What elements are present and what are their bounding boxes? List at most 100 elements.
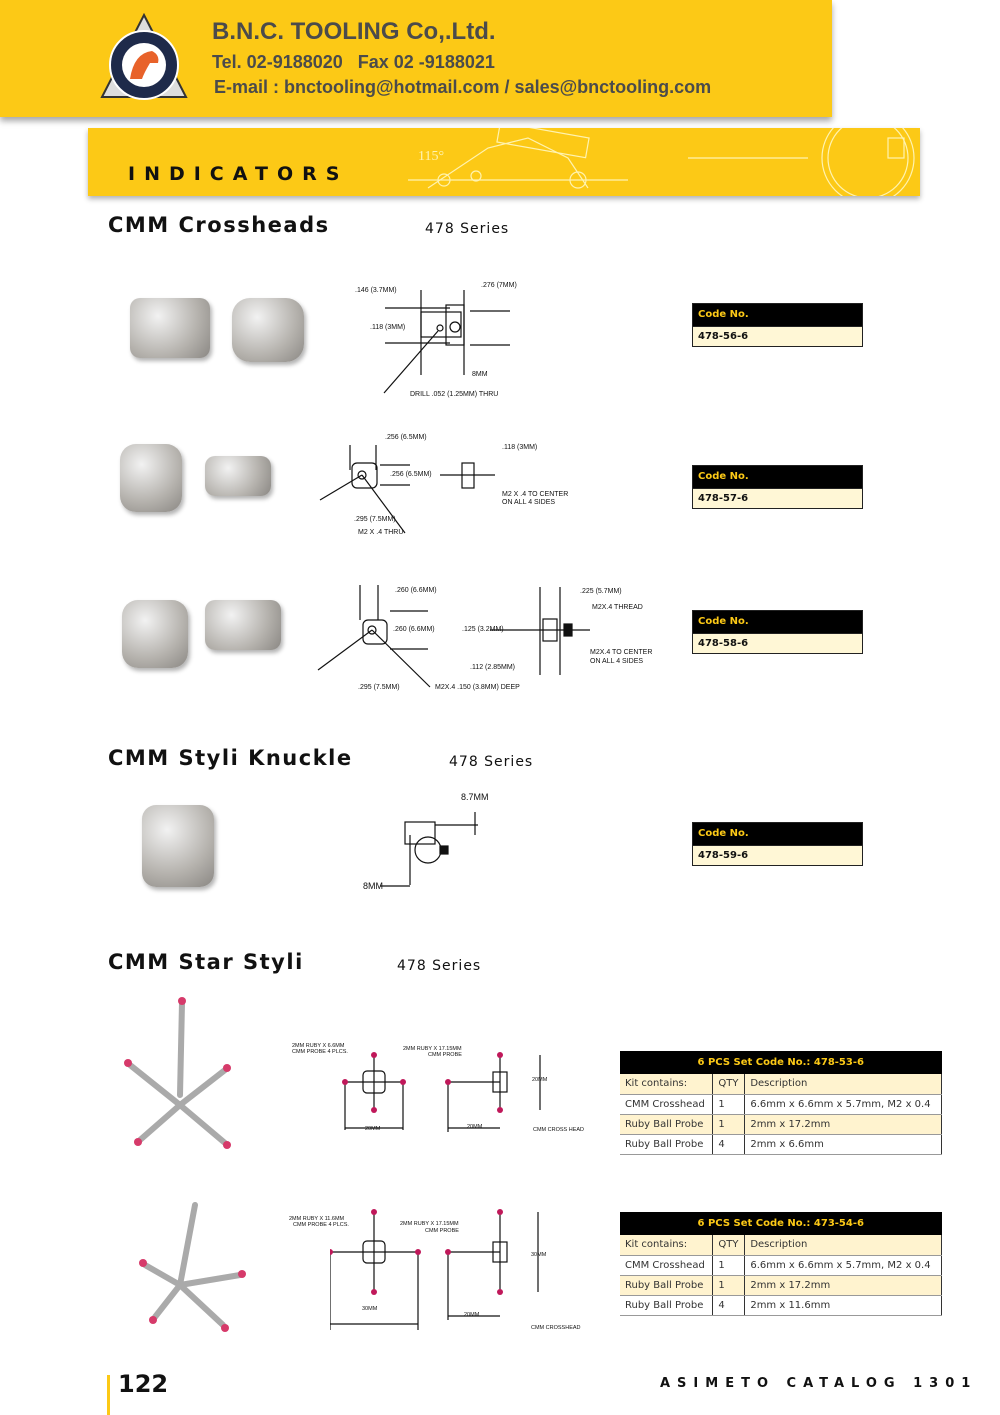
col-header: Kit contains:: [620, 1074, 714, 1095]
dim-label: .118 (3MM): [502, 444, 538, 451]
section-title-knuckle: CMM Styli Knuckle: [108, 746, 353, 770]
col-header: QTY: [712, 1074, 746, 1095]
dim-label: 20MM: [464, 1312, 480, 1318]
cell: 1: [712, 1255, 746, 1276]
dim-label: 30MM: [362, 1306, 378, 1312]
company-logo: [100, 13, 188, 100]
dim-label: CMM CROSSHEAD: [531, 1325, 581, 1331]
dim-label: M2X.4 TO CENTER: [590, 649, 653, 656]
code-value: 478-59-6: [693, 845, 862, 865]
code-label: Code No.: [693, 304, 862, 326]
product-photo-478-59-6: [142, 805, 214, 887]
dim-label: CMM PROBE: [425, 1228, 459, 1234]
code-box-478-57-6: Code No.478-57-6: [692, 465, 863, 509]
col-header: Description: [744, 1235, 942, 1256]
dim-label: ON ALL 4 SIDES: [590, 658, 644, 665]
product-photo-star-styli: [124, 997, 246, 1332]
technical-drawing-knuckle: [380, 812, 478, 887]
section-series: 478 Series: [397, 958, 482, 974]
dim-label: .260 (6.6MM): [395, 587, 437, 594]
cell: 4: [712, 1134, 746, 1155]
code-box-478-59-6: Code No.478-59-6: [692, 822, 863, 866]
cell: 1: [712, 1275, 746, 1296]
kit-table-478-53-6: 6 PCS Set Code No.: 478-53-6 Kit contain…: [620, 1051, 942, 1155]
dim-label: M2 X .4 TO CENTER: [502, 491, 569, 498]
code-label: Code No.: [693, 611, 862, 633]
product-photo-478-56-6-alt: [232, 298, 304, 362]
kit-table-473-54-6: 6 PCS Set Code No.: 473-54-6 Kit contain…: [620, 1212, 942, 1316]
dim-label: DRILL .052 (1.25MM) THRU: [410, 391, 499, 398]
dim-label: 2MM RUBY X 17.15MM: [403, 1046, 462, 1052]
product-photo-478-58-6: [122, 600, 188, 668]
kit-title: 6 PCS Set Code No.: 478-53-6: [620, 1051, 942, 1074]
cell: Ruby Ball Probe: [620, 1134, 714, 1155]
dim-label: 20MM: [467, 1124, 483, 1130]
cell: 2mm x 6.6mm: [744, 1134, 942, 1155]
product-photo-478-57-6: [120, 444, 182, 512]
dim-label: CMM PROBE 4 PLCS.: [292, 1049, 348, 1055]
company-phone: Tel. 02-9188020 Fax 02 -9188021: [212, 52, 495, 72]
cell: 1: [712, 1094, 746, 1115]
dim-label: .295 (7.5MM): [354, 516, 396, 523]
dim-label: .276 (7MM): [481, 282, 517, 289]
dim-label: .260 (6.6MM): [393, 626, 435, 633]
code-value: 478-56-6: [693, 326, 862, 346]
dim-label: 30MM: [531, 1252, 547, 1258]
angle-label: 115°: [418, 149, 444, 164]
dim-label: ON ALL 4 SIDES: [502, 499, 556, 506]
dim-label: M2X.4 THREAD: [592, 604, 643, 611]
section-title-star-styli: CMM Star Styli: [108, 950, 304, 974]
cell: CMM Crosshead: [620, 1255, 714, 1276]
dim-label: 20MM: [365, 1126, 381, 1132]
code-box-478-56-6: Code No.478-56-6: [692, 303, 863, 347]
dim-label: M2X.4 .150 (3.8MM) DEEP: [435, 684, 520, 691]
dim-label: 8MM: [363, 881, 383, 891]
cell: 2mm x 17.2mm: [744, 1275, 942, 1296]
kit-title: 6 PCS Set Code No.: 473-54-6: [620, 1212, 942, 1235]
dim-label: 8MM: [472, 371, 488, 378]
section-series: 478 Series: [449, 754, 534, 770]
code-value: 478-58-6: [693, 633, 862, 653]
dim-label: 2MM RUBY X 11.6MM: [289, 1216, 345, 1222]
product-photo-478-58-6-alt: [205, 600, 281, 650]
footer-accent-bar: [107, 1375, 110, 1415]
dim-label: CMM PROBE 4 PLCS.: [293, 1222, 349, 1228]
cell: 6.6mm x 6.6mm x 5.7mm, M2 x 0.4: [744, 1094, 942, 1115]
page-number: 122: [118, 1370, 169, 1398]
dim-label: 20MM: [532, 1077, 548, 1083]
code-box-478-58-6: Code No.478-58-6: [692, 610, 863, 654]
col-header: Kit contains:: [620, 1235, 714, 1256]
cell: 4: [712, 1295, 746, 1316]
product-photo-478-57-6-alt: [205, 456, 271, 496]
dim-label: .225 (5.7MM): [580, 588, 622, 595]
cell: 1: [712, 1114, 746, 1135]
company-email: E-mail : bnctooling@hotmail.com / sales@…: [214, 77, 712, 97]
code-label: Code No.: [693, 466, 862, 488]
product-photo-478-56-6: [130, 298, 210, 358]
section-title-crossheads: CMM Crossheads: [108, 213, 330, 237]
dim-label: 2MM RUBY X 17.15MM: [400, 1221, 459, 1227]
technical-drawings-crossheads: [317, 290, 590, 688]
cell: CMM Crosshead: [620, 1094, 714, 1115]
technical-drawings-star-styli: [330, 1052, 541, 1330]
catalog-name: ASIMETO CATALOG 1301: [660, 1376, 978, 1391]
dim-label: 8.7MM: [461, 792, 489, 802]
cell: 2mm x 11.6mm: [744, 1295, 942, 1316]
dim-label: .295 (7.5MM): [358, 684, 400, 691]
dim-label: M2 X .4 THRU: [358, 529, 404, 536]
dim-label: .146 (3.7MM): [355, 287, 397, 294]
category-band: 115°: [88, 128, 920, 196]
cell: 2mm x 17.2mm: [744, 1114, 942, 1135]
cell: 6.6mm x 6.6mm x 5.7mm, M2 x 0.4: [744, 1255, 942, 1276]
dim-label: CMM PROBE: [428, 1052, 462, 1058]
dim-label: .256 (6.5MM): [390, 471, 432, 478]
col-header: QTY: [712, 1235, 746, 1256]
dim-label: CMM CROSS HEAD: [533, 1127, 585, 1133]
code-label: Code No.: [693, 823, 862, 845]
dim-label: .112 (2.85MM): [470, 664, 515, 671]
dim-label: .118 (3MM): [370, 324, 406, 331]
cell: Ruby Ball Probe: [620, 1275, 714, 1296]
cell: Ruby Ball Probe: [620, 1295, 714, 1316]
section-series: 478 Series: [425, 221, 510, 237]
dim-label: 2MM RUBY X 6.6MM: [292, 1043, 345, 1049]
